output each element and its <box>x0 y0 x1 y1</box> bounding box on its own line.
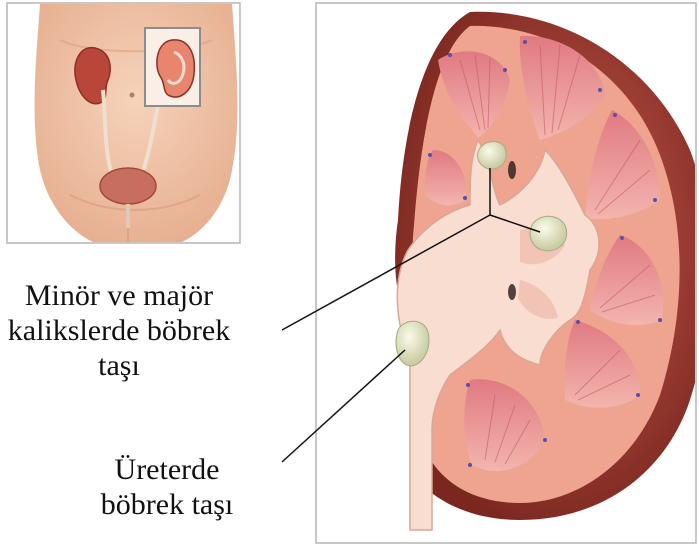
torso-inset <box>7 3 240 243</box>
calyx-opening <box>508 284 516 300</box>
label-calyx-stone: Minör ve majör kalikslerde böbrek taşı <box>0 278 238 383</box>
label-ureter-line: böbrek taşı <box>82 487 252 522</box>
stone-calyx-major <box>530 216 567 251</box>
calyx-opening <box>508 161 516 179</box>
stone-calyx-upper <box>478 142 507 170</box>
inset-navel <box>130 93 135 98</box>
label-calyx-line: kalikslerde böbrek <box>0 313 238 348</box>
label-calyx-line: taşı <box>0 348 238 383</box>
inset-bladder <box>100 168 156 204</box>
torso-body <box>35 4 238 243</box>
label-ureter-stone: Üreterde böbrek taşı <box>82 452 252 522</box>
kidney-panel <box>316 3 699 543</box>
label-ureter-line: Üreterde <box>82 452 252 487</box>
label-calyx-line: Minör ve majör <box>0 278 238 313</box>
